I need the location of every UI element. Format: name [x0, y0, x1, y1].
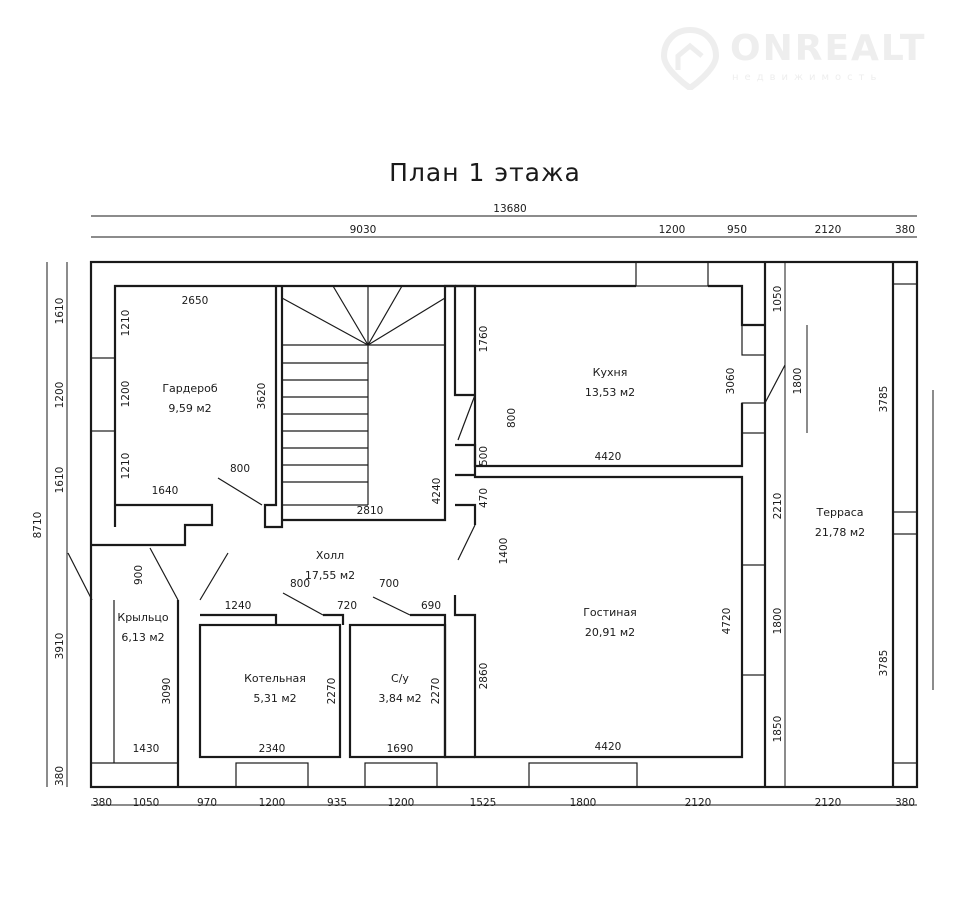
dim-label: 380 [54, 766, 66, 786]
dim-label: 700 [379, 578, 399, 590]
dim-label: 4240 [431, 478, 443, 505]
dim-label: 1640 [152, 485, 179, 497]
dim-label: 1690 [387, 743, 414, 755]
room-name: Гардероб [162, 382, 218, 395]
dim-label: 1200 [659, 224, 686, 236]
dim-label: 9030 [350, 224, 377, 236]
dim-label: 1240 [225, 600, 252, 612]
dim-label: 800 [506, 408, 518, 428]
onrealt-watermark [660, 26, 720, 94]
dim-label: 2120 [685, 797, 712, 809]
room-area: 20,91 м2 [585, 626, 635, 639]
door-swings [67, 364, 786, 616]
room-area: 3,84 м2 [378, 692, 421, 705]
room-name: Кухня [593, 366, 628, 379]
room-area: 9,59 м2 [168, 402, 211, 415]
dim-label: 1525 [470, 797, 497, 809]
dim-label: 900 [133, 565, 145, 585]
dim-label: 2650 [182, 295, 209, 307]
dim-label: 3785 [878, 650, 890, 677]
dim-label: 1200 [388, 797, 415, 809]
dim-label: 935 [327, 797, 347, 809]
dim-label: 3620 [256, 383, 268, 410]
room-name: Терраса [816, 506, 864, 519]
dim-label: 690 [421, 600, 441, 612]
dim-label: 4720 [721, 608, 733, 635]
dimension-lines [46, 215, 934, 806]
dim-label: 1760 [478, 326, 490, 353]
dim-label: 1050 [133, 797, 160, 809]
watermark-name: ONREALT [730, 28, 927, 69]
dim-label: 720 [337, 600, 357, 612]
dim-label: 800 [290, 578, 310, 590]
dim-label: 1800 [792, 368, 804, 395]
dim-label: 1200 [54, 382, 66, 409]
dim-label: 1610 [54, 467, 66, 494]
dim-label: 3785 [878, 386, 890, 413]
room-name: Крыльцо [117, 611, 168, 624]
dim-label: 2120 [815, 224, 842, 236]
dim-label: 1800 [772, 608, 784, 635]
dim-label: 380 [895, 797, 915, 809]
room-name: С/у [391, 672, 409, 685]
staircase [281, 285, 446, 506]
dim-label: 500 [478, 446, 490, 466]
dim-label: 1050 [772, 286, 784, 313]
dim-label: 1400 [498, 538, 510, 565]
dim-label: 2210 [772, 493, 784, 520]
dim-label: 4420 [595, 451, 622, 463]
dim-label: 3910 [54, 633, 66, 660]
room-name: Холл [316, 549, 344, 562]
dim-label: 1200 [120, 381, 132, 408]
dim-label: 13680 [493, 203, 526, 215]
room-name: Гостиная [583, 606, 637, 619]
dim-label: 2270 [430, 678, 442, 705]
dim-label: 1430 [133, 743, 160, 755]
dim-label: 1850 [772, 716, 784, 743]
room-area: 17,55 м2 [305, 569, 355, 582]
dim-label: 1800 [570, 797, 597, 809]
plan-title: План 1 этажа [389, 158, 581, 187]
dim-label: 3090 [161, 678, 173, 705]
room-area: 13,53 м2 [585, 386, 635, 399]
room-area: 6,13 м2 [121, 631, 164, 644]
dim-label: 1210 [120, 453, 132, 480]
dim-label: 2120 [815, 797, 842, 809]
dim-label: 470 [478, 488, 490, 508]
walls [89, 260, 919, 789]
watermark-subtitle: недвижимость [732, 72, 883, 83]
dim-label: 380 [92, 797, 112, 809]
room-area: 5,31 м2 [253, 692, 296, 705]
dim-label: 1210 [120, 310, 132, 337]
dim-label: 800 [230, 463, 250, 475]
dim-label: 2860 [478, 663, 490, 690]
dim-label: 380 [895, 224, 915, 236]
dim-label: 970 [197, 797, 217, 809]
location-house-icon [660, 26, 720, 92]
dim-label: 2340 [259, 743, 286, 755]
dim-label: 8710 [32, 512, 44, 539]
dim-label: 1200 [259, 797, 286, 809]
dim-label: 1610 [54, 298, 66, 325]
room-name: Котельная [244, 672, 306, 685]
dim-label: 4420 [595, 741, 622, 753]
room-area: 21,78 м2 [815, 526, 865, 539]
dimension-labels: 13680 9030 1200 950 2120 380 380 1050 97… [32, 203, 915, 809]
dim-label: 950 [727, 224, 747, 236]
dim-label: 2810 [357, 505, 384, 517]
room-labels: Гардероб 9,59 м2 Кухня 13,53 м2 Холл 17,… [117, 366, 865, 705]
dim-label: 3060 [725, 368, 737, 395]
dim-label: 2270 [326, 678, 338, 705]
